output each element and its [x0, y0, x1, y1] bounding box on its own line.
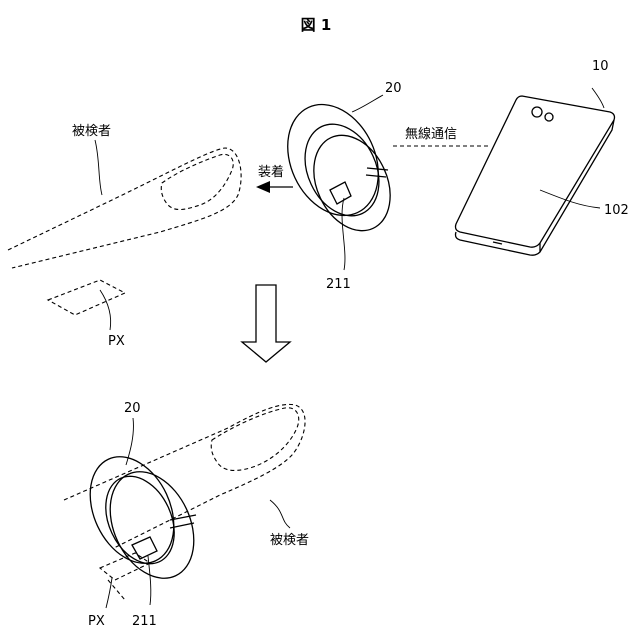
- leader-phone: [592, 88, 604, 108]
- label-wireless: 無線通信: [405, 126, 457, 142]
- label-phone-body: 102: [604, 203, 629, 218]
- leader-subject-top: [95, 140, 102, 195]
- label-subject-top: 被検者: [72, 124, 111, 139]
- label-px-bottom: PX: [88, 614, 105, 629]
- sensor-211-bottom: [132, 537, 157, 559]
- leader-px-top: [100, 290, 111, 330]
- wear-arrow: [256, 181, 293, 193]
- label-subject-bottom: 被検者: [270, 533, 309, 548]
- sensor-211-top: [330, 182, 351, 204]
- ring-top: [270, 90, 404, 243]
- label-wear: 装着: [258, 164, 284, 180]
- leader-px-bottom: [106, 578, 112, 608]
- label-ring-bottom: 20: [124, 401, 141, 416]
- label-px-top: PX: [108, 334, 125, 349]
- figure-title: 図 1: [301, 16, 332, 34]
- finger-top: [8, 148, 241, 315]
- label-sensor-bottom: 211: [132, 614, 157, 629]
- label-ring-top: 20: [385, 81, 402, 96]
- label-phone: 10: [592, 59, 609, 74]
- transition-arrow: [242, 285, 290, 362]
- label-sensor-top: 211: [326, 277, 351, 292]
- px-region-top: [48, 280, 125, 315]
- smartphone: [456, 96, 615, 255]
- leader-subject-bottom: [270, 500, 290, 528]
- leader-sensor-top: [342, 198, 345, 270]
- finger-bottom: [64, 404, 305, 600]
- leader-ring-top: [352, 95, 383, 112]
